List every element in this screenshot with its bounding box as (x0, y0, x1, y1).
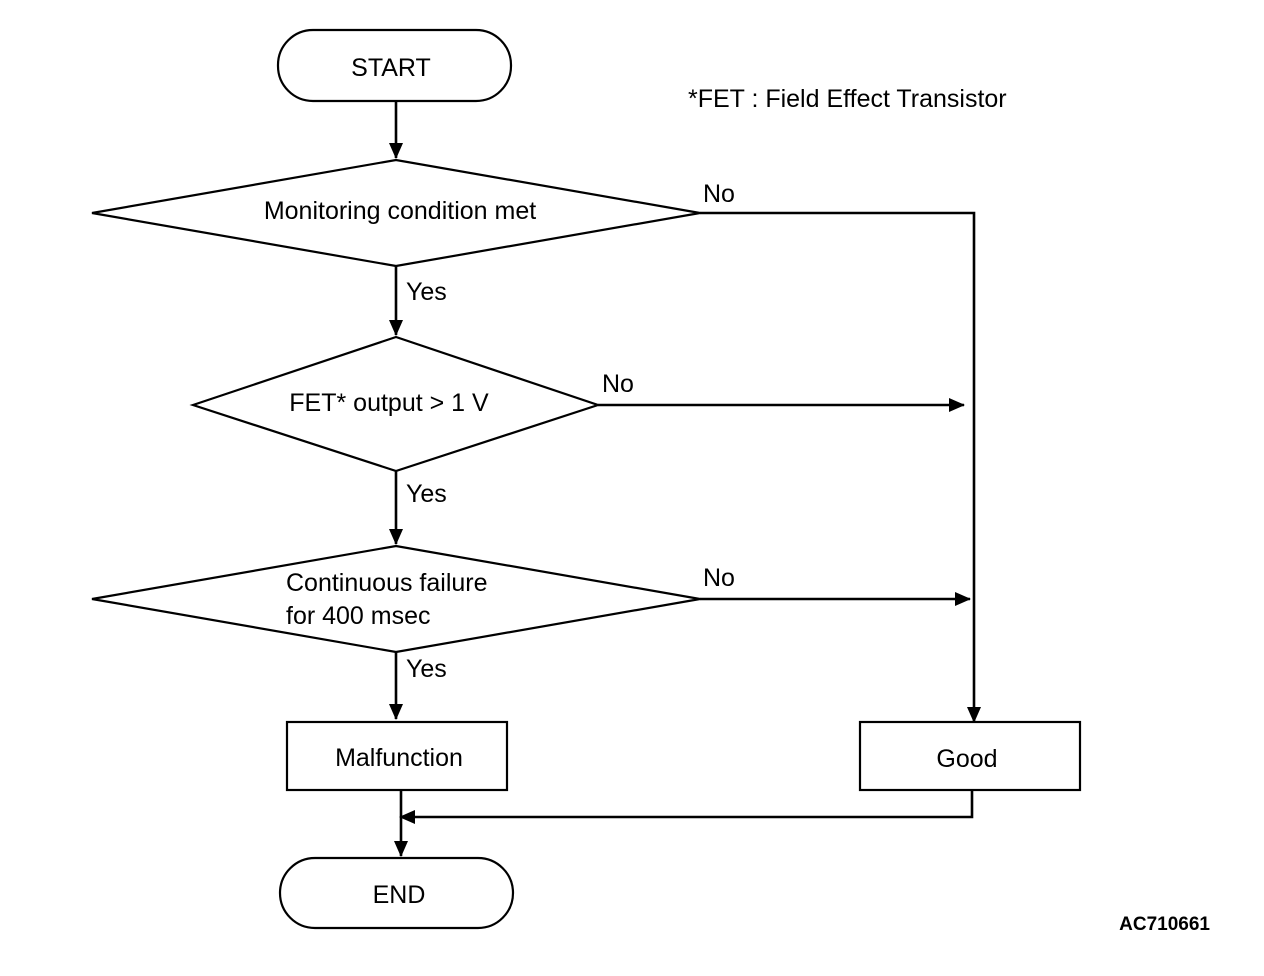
decision1-no-label: No (703, 180, 735, 208)
decision3-yes-label: Yes (406, 655, 447, 683)
decision3-label-line1: Continuous failure (286, 569, 488, 597)
decision2-label: FET* output > 1 V (289, 389, 489, 417)
decision-continuous-failure (91, 544, 701, 654)
decision2-no-label: No (602, 370, 634, 398)
decision3-no-label: No (703, 564, 735, 592)
connector-good-to-merge (399, 790, 974, 824)
good-box (858, 720, 1082, 792)
malfunction-box (285, 720, 509, 792)
start-label: START (351, 54, 431, 82)
decision2-yes-label: Yes (406, 480, 447, 508)
decision3-label-line2: for 400 msec (286, 602, 431, 630)
decision1-yes-label: Yes (406, 278, 447, 306)
fet-footnote: *FET : Field Effect Transistor (688, 85, 1007, 113)
malfunction-label: Malfunction (335, 744, 463, 772)
start-terminator (276, 28, 513, 103)
connector-decision1-no (700, 211, 981, 723)
decision1-label: Monitoring condition met (264, 197, 536, 225)
good-label: Good (936, 745, 997, 773)
end-label: END (373, 881, 426, 909)
end-terminator (278, 856, 515, 930)
figure-code: AC710661 (1119, 914, 1210, 935)
